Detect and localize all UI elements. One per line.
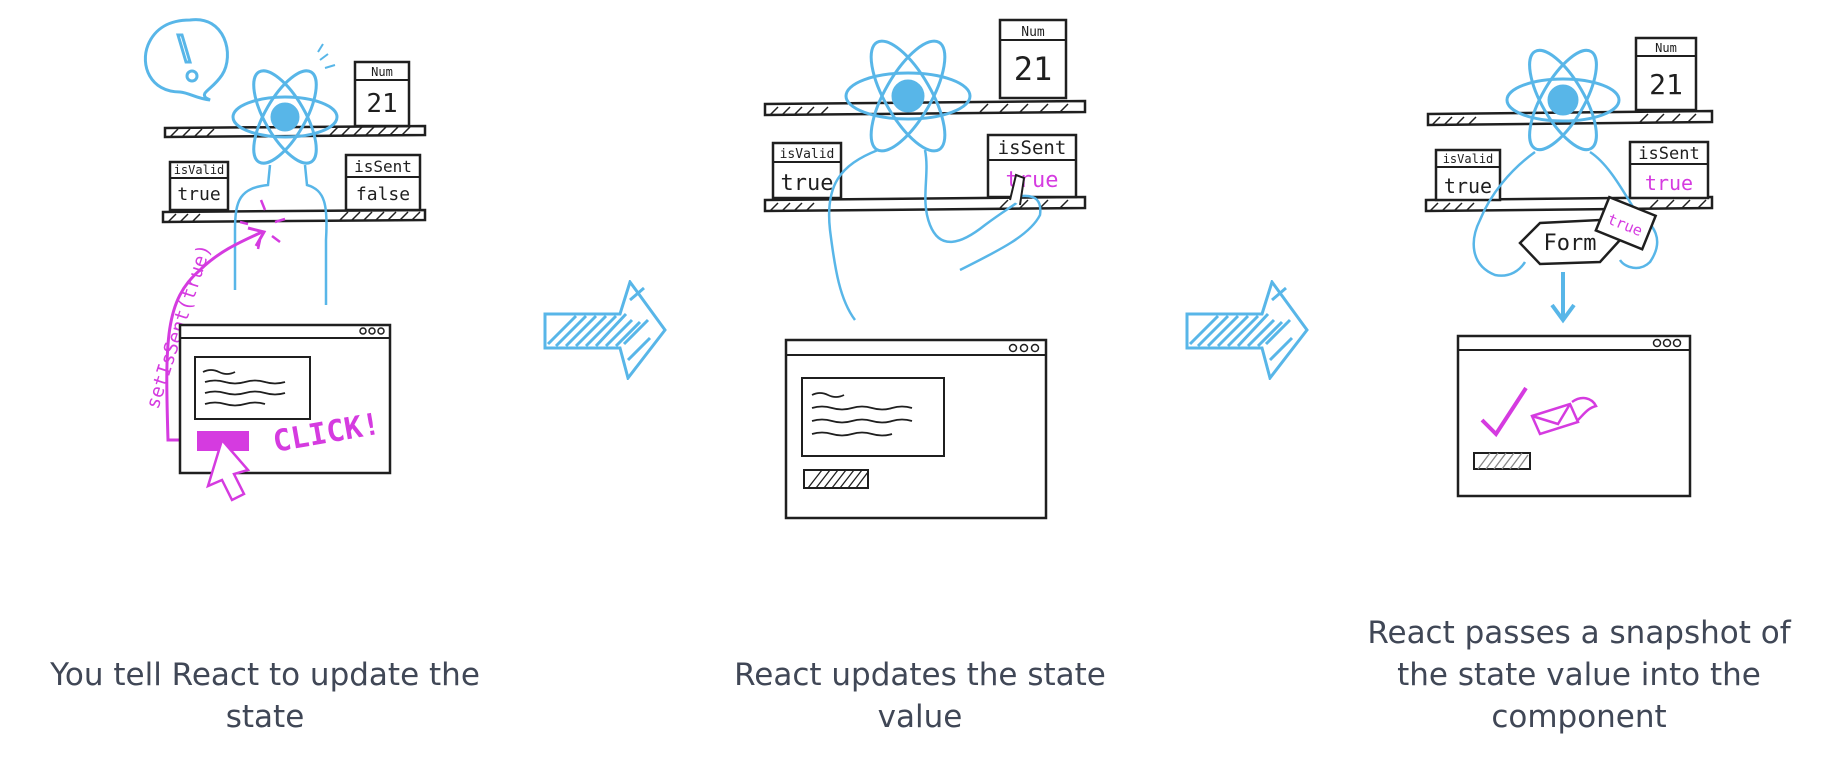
person-body bbox=[827, 148, 1042, 321]
num-label: Num bbox=[1655, 41, 1677, 55]
is-sent-label: isSent bbox=[998, 137, 1067, 159]
step-3-panel: Num 21 isValid true isSent true Form bbox=[1320, 0, 1840, 770]
shelf-top bbox=[763, 99, 1087, 117]
is-valid-value: true bbox=[781, 171, 834, 196]
mouse-cursor-icon bbox=[206, 437, 251, 502]
shelf-bottom bbox=[161, 208, 427, 224]
num-value: 21 bbox=[1649, 68, 1683, 101]
step-1-illustration: Num 21 isValid true isSent false bbox=[142, 18, 427, 502]
right-arrow-icon bbox=[543, 280, 667, 380]
num-state-box: Num 21 bbox=[353, 60, 411, 128]
react-atom-icon bbox=[231, 43, 339, 165]
step-2-panel: Num 21 isValid true isSent true bbox=[660, 0, 1180, 770]
num-state-box: Num 21 bbox=[998, 18, 1068, 100]
browser-window bbox=[1456, 334, 1692, 498]
num-value: 21 bbox=[1014, 50, 1053, 88]
exclamation-bubble-icon bbox=[143, 18, 229, 102]
chalk-icon bbox=[1009, 173, 1026, 206]
person-body bbox=[1472, 150, 1659, 277]
person-body bbox=[233, 164, 328, 305]
click-spark-icon bbox=[239, 199, 286, 250]
update-call-arrow bbox=[165, 230, 263, 442]
step-2-caption: React updates the state value bbox=[734, 657, 1106, 735]
step-1-panel: Num 21 isValid true isSent false bbox=[0, 0, 520, 770]
is-sent-state-box: isSent true bbox=[986, 133, 1078, 199]
num-label: Num bbox=[371, 65, 393, 79]
num-value: 21 bbox=[366, 89, 397, 119]
envelope-sent-icon bbox=[1530, 396, 1598, 436]
is-sent-label: isSent bbox=[1638, 144, 1699, 164]
is-valid-label: isValid bbox=[780, 147, 835, 162]
down-arrow-icon bbox=[1550, 272, 1576, 324]
shelf-bottom bbox=[763, 195, 1087, 213]
is-sent-label: isSent bbox=[354, 157, 412, 176]
num-state-box: Num 21 bbox=[1634, 36, 1698, 112]
step-2-illustration: Num 21 isValid true isSent true bbox=[763, 18, 1087, 520]
shelf-bottom bbox=[1424, 195, 1714, 213]
react-atom-icon bbox=[844, 39, 972, 153]
right-arrow-icon bbox=[1185, 280, 1309, 380]
shelf-top bbox=[1426, 109, 1714, 127]
num-label: Num bbox=[1021, 25, 1045, 40]
shelf-top bbox=[163, 124, 427, 139]
react-atom-icon bbox=[1505, 48, 1621, 152]
is-valid-value: true bbox=[1444, 174, 1492, 198]
is-sent-value: false bbox=[356, 184, 410, 205]
is-sent-state-box: isSent false bbox=[344, 153, 422, 212]
browser-window bbox=[784, 338, 1048, 520]
is-valid-state-box: isValid true bbox=[771, 141, 843, 200]
is-valid-value: true bbox=[177, 184, 220, 205]
is-valid-state-box: isValid true bbox=[1434, 148, 1502, 202]
form-label: Form bbox=[1544, 231, 1597, 256]
is-sent-value: true bbox=[1645, 171, 1693, 195]
snapshot-note: true bbox=[1594, 195, 1658, 251]
step-3-illustration: Num 21 isValid true isSent true Form bbox=[1424, 36, 1714, 498]
step-1-caption: You tell React to update the state bbox=[50, 657, 480, 735]
is-valid-label: isValid bbox=[1443, 152, 1494, 166]
checkmark-icon bbox=[1480, 386, 1528, 438]
is-sent-state-box: isSent true bbox=[1628, 140, 1710, 200]
step-3-caption: React passes a snapshot of the state val… bbox=[1367, 615, 1791, 735]
is-valid-label: isValid bbox=[174, 163, 225, 177]
browser-window bbox=[178, 323, 392, 475]
is-valid-state-box: isValid true bbox=[168, 160, 230, 212]
